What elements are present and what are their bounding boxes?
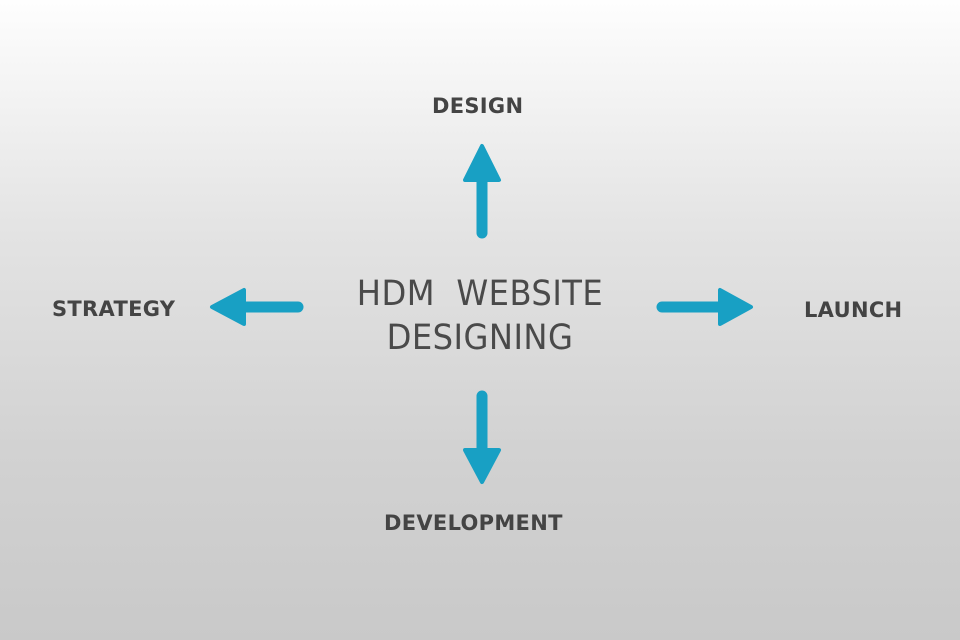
arrow-right-icon xyxy=(656,288,753,326)
node-launch: LAUNCH xyxy=(804,298,903,322)
node-development: DEVELOPMENT xyxy=(384,511,563,535)
node-design: DESIGN xyxy=(432,94,524,118)
center-title-line2: DESIGNING xyxy=(386,318,574,358)
node-strategy: STRATEGY xyxy=(52,297,176,321)
arrow-left-icon xyxy=(210,288,304,326)
arrow-up-icon xyxy=(463,144,501,239)
arrow-down-icon xyxy=(463,390,501,484)
center-title-line1: HDM WEBSITE xyxy=(356,274,604,314)
center-title: HDM WEBSITE DESIGNING xyxy=(330,272,630,360)
